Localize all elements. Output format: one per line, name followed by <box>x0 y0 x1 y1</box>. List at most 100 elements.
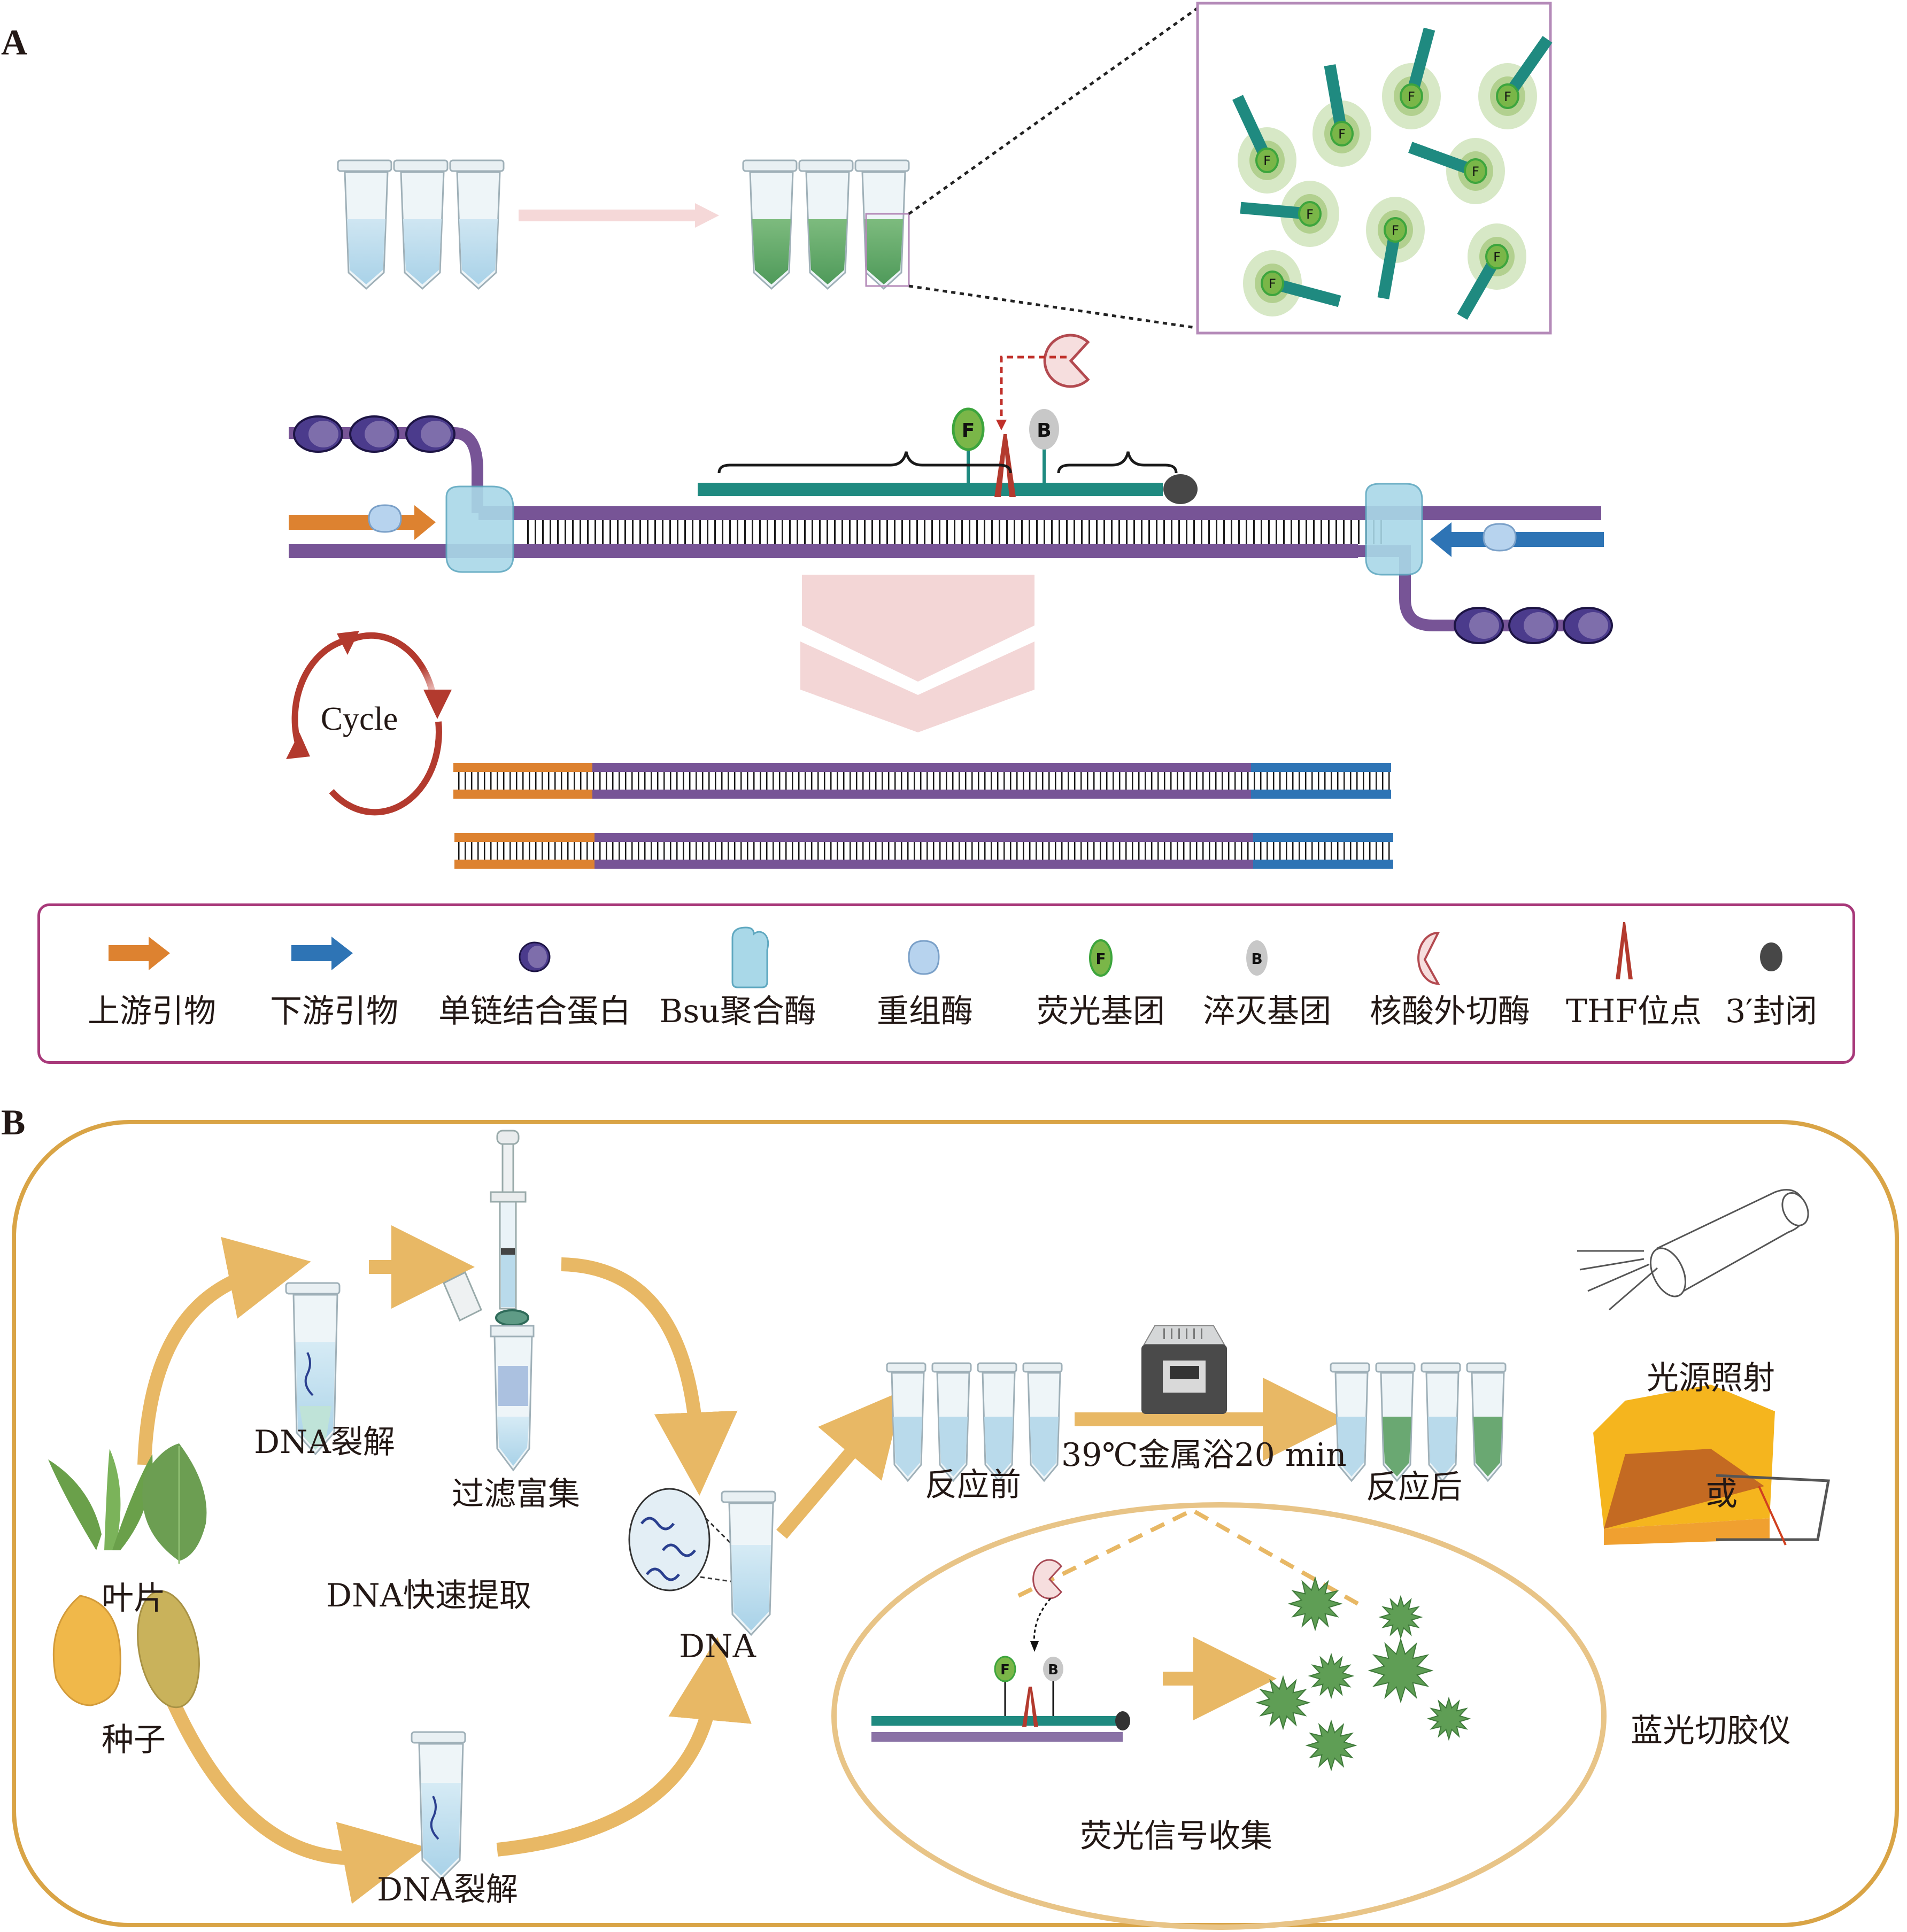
ssb-protein-icon <box>1508 607 1558 644</box>
tube-icon <box>977 1362 1017 1482</box>
legend-label-ssb: 单链结合蛋白 <box>438 993 631 1030</box>
zoom-ellipse <box>831 1502 1607 1930</box>
upstream-primer-arrow-icon <box>109 937 170 970</box>
three-prime-block-icon <box>1760 942 1782 971</box>
label-light-source: 光源照射 <box>1647 1359 1775 1397</box>
fluorescent-burst-icon <box>1426 1696 1471 1741</box>
tubes-before-reaction <box>337 159 505 290</box>
svg-text:F: F <box>1392 223 1399 238</box>
probe-strand <box>698 434 1198 504</box>
tube-icon <box>854 159 910 290</box>
tube-icon <box>449 159 505 290</box>
label-incubation: 39℃金属浴20 min <box>1061 1436 1347 1474</box>
svg-text:F: F <box>1408 89 1415 104</box>
metal-bath-icon <box>1141 1325 1227 1414</box>
label-fluorescence-collection: 荧光信号收集 <box>1080 1818 1272 1855</box>
tube-icon <box>742 159 798 290</box>
fluorescent-probe-icon: F <box>1232 95 1296 194</box>
fluorescent-burst-icon <box>1255 1675 1311 1730</box>
leaf-icon <box>48 1443 207 1564</box>
fluorescent-probe-icon: F <box>1457 223 1526 320</box>
quencher-icon: B <box>1246 940 1268 976</box>
fluorophore-icon: F <box>1089 939 1113 977</box>
fluorescent-signal-bursts <box>1255 1576 1471 1772</box>
legend-label-thf-site: THF位点 <box>1566 993 1702 1030</box>
ssb-protein-group <box>293 415 1613 644</box>
label-dna-lysis-bottom: DNA裂解 <box>377 1871 518 1908</box>
tube-icon <box>931 1362 972 1482</box>
fluorescent-burst-icon <box>1305 1719 1357 1772</box>
fluorescent-burst-icon <box>1368 1637 1434 1704</box>
label-before-reaction: 反应前 <box>925 1466 1021 1504</box>
fluorescent-burst-icon <box>1378 1595 1423 1640</box>
svg-text:F: F <box>962 420 975 442</box>
fluorescent-probe-icon: F <box>1382 27 1441 129</box>
svg-text:F: F <box>1472 164 1479 179</box>
fluorescent-probe-icon: F <box>1312 64 1371 167</box>
amplified-product <box>453 763 1391 799</box>
dna-magnifier-icon <box>628 1488 739 1591</box>
three-prime-block-icon <box>1163 474 1198 504</box>
fluorophore-icon <box>994 1656 1016 1682</box>
bsu-polymerase-icon <box>731 926 769 988</box>
cycle-icon: Cycle <box>286 631 452 816</box>
tube-icon <box>798 159 854 290</box>
fluorescent-burst-icon <box>1287 1576 1343 1632</box>
legend-label-upstream-primer: 上游引物 <box>88 993 216 1030</box>
probe-cleavage-inset: F B <box>871 1559 1130 1742</box>
legend-label-3prime-block: 3′封闭 <box>1725 993 1817 1030</box>
legend-label-recombinase: 重组酶 <box>877 993 973 1030</box>
svg-text:F: F <box>1493 250 1501 265</box>
flow-arrows <box>137 1225 1346 1904</box>
zoom-source-box <box>865 213 910 287</box>
tube-icon <box>1466 1362 1507 1482</box>
zoom-callout-lines <box>1017 1508 1359 1606</box>
label-leaf: 叶片 <box>102 1580 166 1617</box>
svg-text:F: F <box>1504 89 1511 104</box>
legend-box <box>37 903 1855 1064</box>
legend-label-bsu-polymerase: Bsu聚合酶 <box>659 993 816 1030</box>
tube-icon <box>337 159 392 290</box>
thf-site-icon <box>1616 922 1633 979</box>
svg-text:B: B <box>1048 1662 1059 1678</box>
downstream-primer-arrow-icon <box>291 937 353 970</box>
ssb-protein-icon <box>1563 607 1613 644</box>
svg-text:F: F <box>1000 1662 1010 1678</box>
exonuclease-icon <box>1043 334 1090 388</box>
label-rapid-extraction: DNA快速提取 <box>326 1577 531 1614</box>
tube-icon <box>886 1362 927 1482</box>
flashlight-icon <box>1577 1189 1809 1311</box>
tube-icon <box>285 1282 341 1456</box>
downstream-primer-arrow-icon <box>1430 522 1604 557</box>
ssb-protein-icon <box>293 415 343 453</box>
panel-b-frame <box>12 1120 1899 1927</box>
reaction-arrow-icon <box>519 203 719 228</box>
fluorescent-probe-icon: F <box>1366 197 1425 299</box>
tube-icon <box>1330 1362 1370 1482</box>
ssb-protein-icon <box>519 941 551 972</box>
tubes-after-reaction <box>742 159 910 290</box>
tubes-before-reaction <box>886 1362 1063 1482</box>
label-seed: 种子 <box>102 1721 166 1759</box>
panel-b-letter: B <box>1 1102 26 1142</box>
syringe-filter-icon <box>443 1130 535 1472</box>
label-filter-enrich: 过滤富集 <box>452 1475 580 1513</box>
process-chevron-icon <box>800 575 1034 732</box>
label-or: 或 <box>1705 1475 1738 1513</box>
seed-icon <box>52 1590 200 1709</box>
fluorescent-burst-icon <box>1308 1652 1355 1699</box>
legend-icons: F B <box>109 922 1782 988</box>
recombinase-icon <box>368 504 402 533</box>
exonuclease-icon <box>1032 1559 1062 1599</box>
tube-icon <box>1375 1362 1416 1482</box>
label-dna: DNA <box>679 1628 756 1665</box>
zoom-line <box>908 3 1204 215</box>
fluorescent-probe-icon: F <box>1408 138 1505 204</box>
svg-text:F: F <box>1269 276 1276 291</box>
svg-text:F: F <box>1306 207 1314 222</box>
label-after-reaction: 反应后 <box>1366 1469 1462 1506</box>
tube-icon <box>721 1490 776 1636</box>
